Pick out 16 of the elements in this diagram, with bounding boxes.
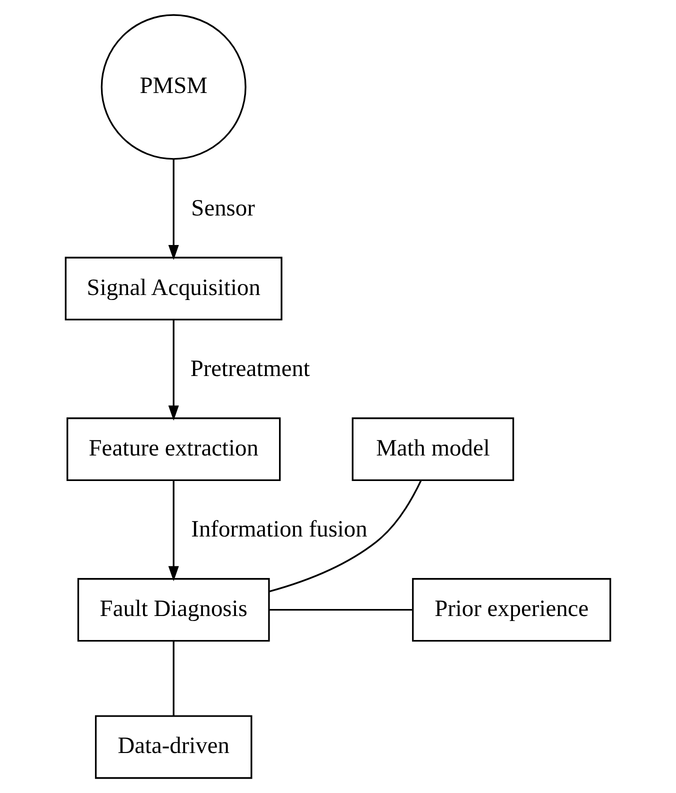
arrow — [168, 159, 179, 260]
arrow — [168, 480, 179, 582]
node-box: Math model — [352, 417, 514, 481]
node-circle: PMSM — [100, 14, 246, 160]
node-box: Prior experience — [412, 578, 612, 642]
node-box: Fault Diagnosis — [77, 578, 270, 642]
connector — [269, 609, 413, 611]
arrow — [168, 320, 179, 421]
node-box: Signal Acquisition — [64, 256, 282, 320]
edge-label: Sensor — [191, 195, 255, 222]
node-box: Data-driven — [94, 715, 252, 779]
connector — [172, 641, 174, 716]
edge-label: Information fusion — [191, 516, 368, 543]
edge-label: Pretreatment — [190, 356, 310, 382]
connector — [269, 480, 422, 592]
node-box: Feature extraction — [66, 417, 281, 481]
